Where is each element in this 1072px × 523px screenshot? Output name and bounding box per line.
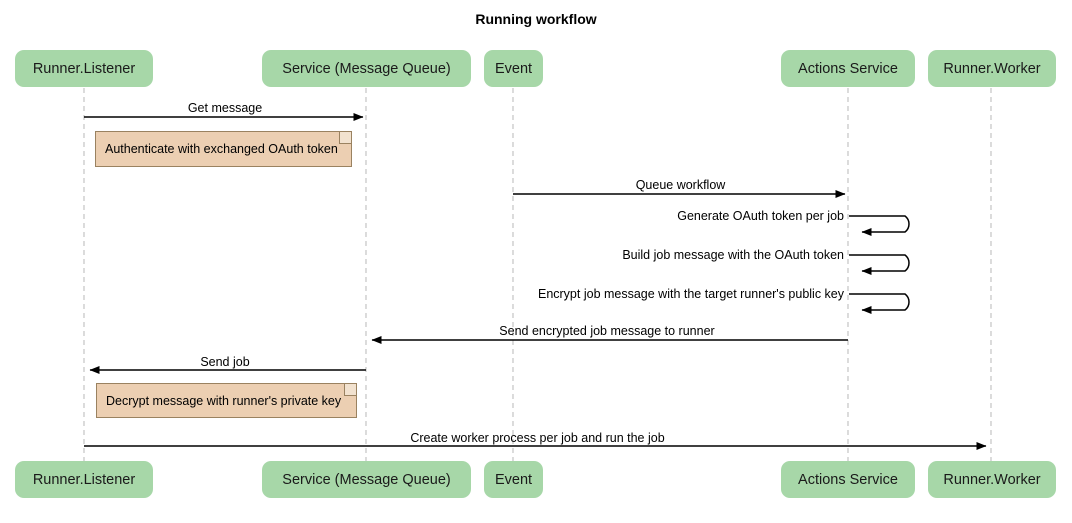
message-label-send-encrypted-job-message-to-runner: Send encrypted job message to runner bbox=[499, 324, 715, 338]
participant-label: Event bbox=[494, 60, 533, 77]
message-arrows bbox=[84, 113, 987, 450]
participant-label: Service (Message Queue) bbox=[282, 60, 451, 77]
participant-runner-worker-bottom[interactable]: Runner.Worker bbox=[928, 461, 1056, 498]
note-authenticate: Authenticate with exchanged OAuth token bbox=[95, 131, 352, 167]
participant-runner-worker-top[interactable]: Runner.Worker bbox=[928, 50, 1056, 87]
message-label-encrypt-job-message: Encrypt job message with the target runn… bbox=[537, 287, 844, 301]
participant-label: Actions Service bbox=[798, 471, 898, 488]
participant-label: Actions Service bbox=[798, 60, 898, 77]
message-label-generate-oauth-token-per-job: Generate OAuth token per job bbox=[677, 209, 844, 223]
participant-label: Runner.Listener bbox=[32, 471, 136, 488]
note-text: Decrypt message with runner's private ke… bbox=[106, 393, 342, 408]
arrow-build-job-message-with-oauth-token bbox=[849, 254, 910, 275]
participant-actions-service-top[interactable]: Actions Service bbox=[781, 50, 915, 87]
diagram-title: Running workflow bbox=[475, 11, 597, 27]
participant-actions-service-bottom[interactable]: Actions Service bbox=[781, 461, 915, 498]
note-decrypt: Decrypt message with runner's private ke… bbox=[96, 383, 357, 418]
participant-label: Service (Message Queue) bbox=[282, 471, 451, 488]
participant-label: Runner.Worker bbox=[943, 60, 1041, 77]
note-fold-corner-icon bbox=[339, 132, 351, 144]
message-label-send-job: Send job bbox=[200, 355, 250, 369]
participant-runner-listener-bottom[interactable]: Runner.Listener bbox=[15, 461, 153, 498]
arrow-encrypt-job-message bbox=[849, 293, 910, 314]
note-fold-corner-icon bbox=[344, 384, 356, 396]
participant-service-message-queue-top[interactable]: Service (Message Queue) bbox=[262, 50, 471, 87]
message-label-create-worker-process: Create worker process per job and run th… bbox=[410, 431, 665, 445]
participant-label: Runner.Worker bbox=[943, 471, 1041, 488]
message-label-build-job-message-with-oauth-token: Build job message with the OAuth token bbox=[622, 248, 844, 262]
participant-service-message-queue-bottom[interactable]: Service (Message Queue) bbox=[262, 461, 471, 498]
participant-runner-listener-top[interactable]: Runner.Listener bbox=[15, 50, 153, 87]
participant-label: Event bbox=[494, 471, 533, 488]
participant-event-bottom[interactable]: Event bbox=[484, 461, 543, 498]
participant-label: Runner.Listener bbox=[32, 60, 136, 77]
participant-event-top[interactable]: Event bbox=[484, 50, 543, 87]
message-label-queue-workflow: Queue workflow bbox=[635, 178, 726, 192]
note-text: Authenticate with exchanged OAuth token bbox=[105, 142, 338, 156]
arrow-generate-oauth-token-per-job bbox=[849, 215, 910, 236]
message-label-get-message: Get message bbox=[187, 101, 263, 115]
